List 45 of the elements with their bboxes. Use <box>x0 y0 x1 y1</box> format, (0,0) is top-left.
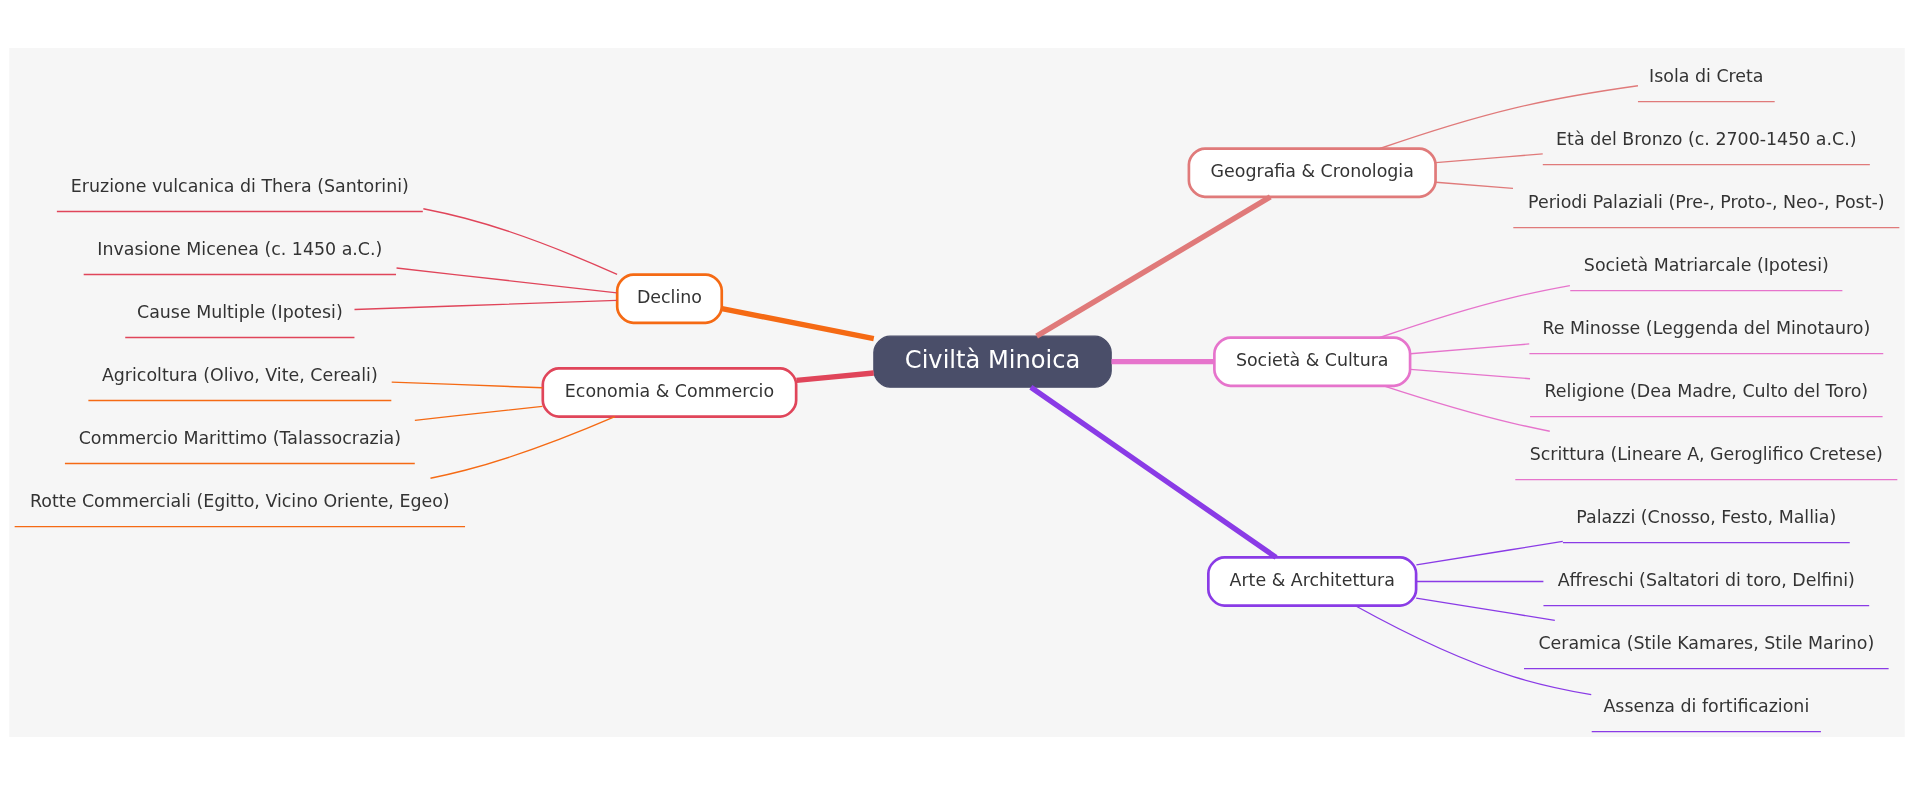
node-text: Invasione Micenea (c. 1450 a.C.) <box>97 238 383 259</box>
connector <box>422 208 618 276</box>
node-text: Scrittura (Lineare A, Geroglifico Cretese) <box>1529 444 1883 465</box>
node-box: Civiltà Minoica <box>873 335 1112 388</box>
node-text: Commercio Marittimo (Talassocrazia) <box>78 427 402 448</box>
node-text: Cause Multiple (Ipotesi) <box>137 301 343 322</box>
node-box: Geografia & Cronologia <box>1187 147 1437 199</box>
connector <box>1415 540 1564 566</box>
node-text: Re Minosse (Leggenda del Minotauro) <box>1542 318 1871 339</box>
connector <box>391 381 544 389</box>
node-box: Declino <box>615 273 724 325</box>
connector <box>1382 385 1551 432</box>
node-text: Isola di Creta <box>1649 66 1764 87</box>
connector <box>796 370 874 384</box>
node-box: Arte & Architettura <box>1207 556 1418 607</box>
connector <box>353 299 618 311</box>
connector <box>429 415 616 479</box>
node-box: Economia & Commercio <box>541 367 798 418</box>
connector <box>1029 385 1278 560</box>
connector <box>395 267 618 294</box>
connector <box>1379 85 1639 150</box>
node-box: Società & Cultura <box>1213 336 1412 388</box>
connector <box>1415 580 1545 583</box>
node-text: Età del Bronzo (c. 2700-1450 a.C.) <box>1556 129 1857 150</box>
node-text: Ceramica (Stile Kamares, Stile Marino) <box>1538 633 1875 654</box>
connector <box>1409 343 1530 355</box>
connector <box>1435 181 1514 190</box>
connector <box>1354 605 1592 696</box>
node-text: Affreschi (Saltatori di toro, Delfini) <box>1557 570 1855 591</box>
connector <box>1435 153 1544 164</box>
node-text: Agricoltura (Olivo, Vite, Cereali) <box>101 364 378 385</box>
node-text: Rotte Commerciali (Egitto, Vicino Oriente, Egeo) <box>30 490 450 511</box>
connector <box>1409 368 1531 380</box>
connector <box>1111 359 1215 365</box>
connector <box>1379 284 1571 339</box>
connector <box>1415 597 1556 622</box>
node-text: Religione (Dea Madre, Culto del Toro) <box>1544 381 1869 402</box>
node-text: Eruzione vulcanica di Thera (Santorini) <box>70 175 409 196</box>
node-text: Palazzi (Cnosso, Festo, Mallia) <box>1576 507 1837 528</box>
node-text: Periodi Palaziali (Pre-, Proto-, Neo-, Post-) <box>1528 192 1885 213</box>
connector <box>721 306 875 342</box>
node-text: Assenza di fortificazioni <box>1603 696 1810 717</box>
connector <box>1035 194 1272 339</box>
node-text: Società Matriarcale (Ipotesi) <box>1583 255 1829 276</box>
connector <box>414 405 544 421</box>
